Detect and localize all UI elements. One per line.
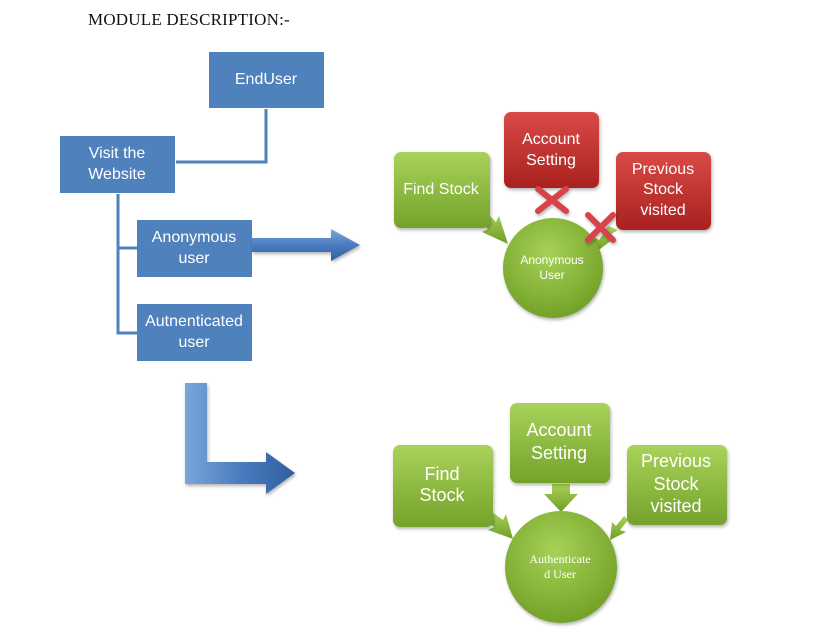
authenticated-connector (116, 248, 138, 335)
anonymous-previous-line3: visited (640, 202, 685, 219)
authenticated-previous-line1: Previous (641, 451, 711, 471)
authenticated-previous-line3: visited (650, 496, 701, 516)
anonymous-connector (116, 194, 138, 250)
authenticated-center-label-line2: d User (544, 567, 576, 581)
authenticated-user-box: Autnenticated user (137, 304, 252, 361)
anonymous-previous-line1: Previous (632, 161, 694, 178)
authenticated-find-stock-line1: Find (424, 464, 459, 484)
authenticated-user-label-line2: user (178, 334, 210, 351)
authenticated-previous-line2: Stock (653, 474, 699, 494)
account-denied-x-icon (535, 186, 569, 214)
authenticated-cluster: Authenticate d User Find Stock Account S… (393, 403, 727, 623)
anonymous-account-setting-line2: Setting (526, 152, 576, 169)
authenticated-account-setting-box: Account Setting (510, 403, 610, 483)
visit-website-label-line2: Website (88, 166, 146, 183)
enduser-label: EndUser (235, 71, 298, 88)
anonymous-user-label-line2: user (178, 250, 210, 267)
anonymous-center-label-line1: Anonymous (520, 253, 583, 267)
authenticated-find-stock-box: Find Stock (393, 445, 493, 527)
anonymous-user-label-line1: Anonymous (152, 229, 237, 246)
enduser-connector (176, 109, 268, 164)
anonymous-user-circle (503, 218, 603, 318)
anonymous-center-label-line2: User (539, 268, 564, 282)
anonymous-previous-line2: Stock (643, 181, 684, 198)
previous-to-authenticated-arrow (610, 516, 628, 540)
anonymous-account-setting-line1: Account (522, 131, 580, 148)
authenticated-user-label-line1: Autnenticated (145, 313, 243, 330)
anonymous-cluster: Anonymous User Find Stock Account Settin… (394, 112, 711, 318)
connector-lines (116, 109, 268, 335)
page-title: MODULE DESCRIPTION:- (88, 10, 290, 29)
anonymous-flow-arrow (252, 229, 360, 261)
authenticated-user-circle (505, 511, 617, 623)
anonymous-previous-stock-box: Previous Stock visited (616, 152, 711, 230)
authenticated-account-setting-line2: Setting (531, 443, 587, 463)
authenticated-account-setting-line1: Account (526, 420, 591, 440)
authenticated-previous-stock-box: Previous Stock visited (627, 445, 727, 525)
enduser-box: EndUser (209, 52, 324, 108)
anonymous-find-stock-label: Find Stock (403, 181, 480, 198)
previous-denied-x-icon (585, 212, 616, 243)
authenticated-find-stock-line2: Stock (419, 485, 465, 505)
anonymous-account-setting-box: Account Setting (504, 112, 599, 188)
visit-website-label-line1: Visit the (89, 145, 146, 162)
anonymous-find-stock-box: Find Stock (394, 152, 490, 228)
authenticated-flow-arrow (185, 383, 295, 494)
previous-to-anonymous-arrow (594, 226, 618, 252)
visit-website-box: Visit the Website (60, 136, 175, 193)
anonymous-user-box: Anonymous user (137, 220, 252, 277)
authenticated-center-label-line1: Authenticate (529, 552, 590, 566)
account-to-authenticated-arrow (544, 484, 578, 512)
